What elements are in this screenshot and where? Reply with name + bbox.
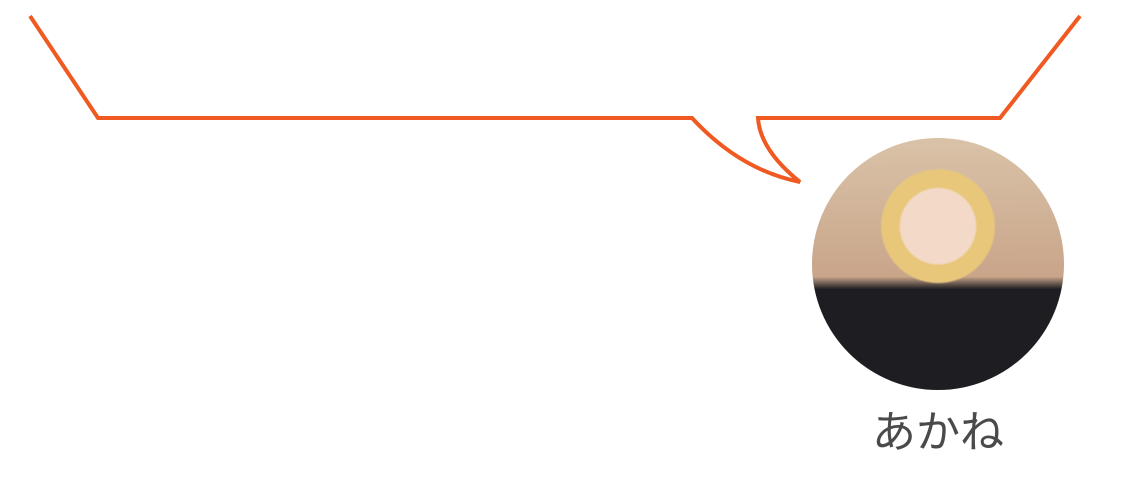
speaker-name: あかね	[872, 407, 1004, 458]
speaker-avatar	[812, 138, 1064, 390]
